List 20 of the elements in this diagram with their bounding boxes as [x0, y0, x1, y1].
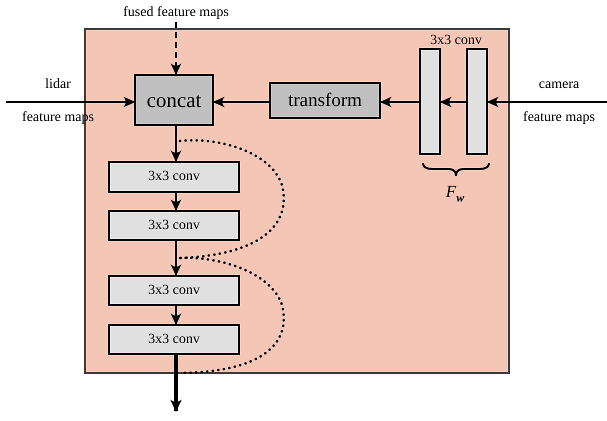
box-label: fused feature maps [123, 5, 229, 21]
box-label: 3x3 conv [148, 332, 200, 348]
concat-box [134, 74, 214, 126]
input-label: lidar [45, 78, 71, 92]
transform-box [269, 82, 381, 119]
math-symbol-label: F$_{w}$ [446, 183, 464, 204]
conv-box [108, 324, 240, 355]
input-label: camera [538, 78, 580, 92]
box-label: 3x3 conv [148, 218, 200, 234]
conv-layer-bar [466, 48, 488, 155]
box-label: concat [146, 88, 202, 112]
box-label: 3x3 conv [148, 282, 200, 298]
input-label: feature maps [523, 111, 595, 125]
box-label: transform [288, 90, 362, 112]
conv-layer-bar [419, 48, 441, 155]
conv-box [108, 210, 240, 241]
conv-box [108, 161, 240, 193]
layer-label: 3x3 conv [430, 34, 482, 48]
conv-box [108, 275, 240, 306]
box-label: 3x3 conv [148, 169, 200, 185]
